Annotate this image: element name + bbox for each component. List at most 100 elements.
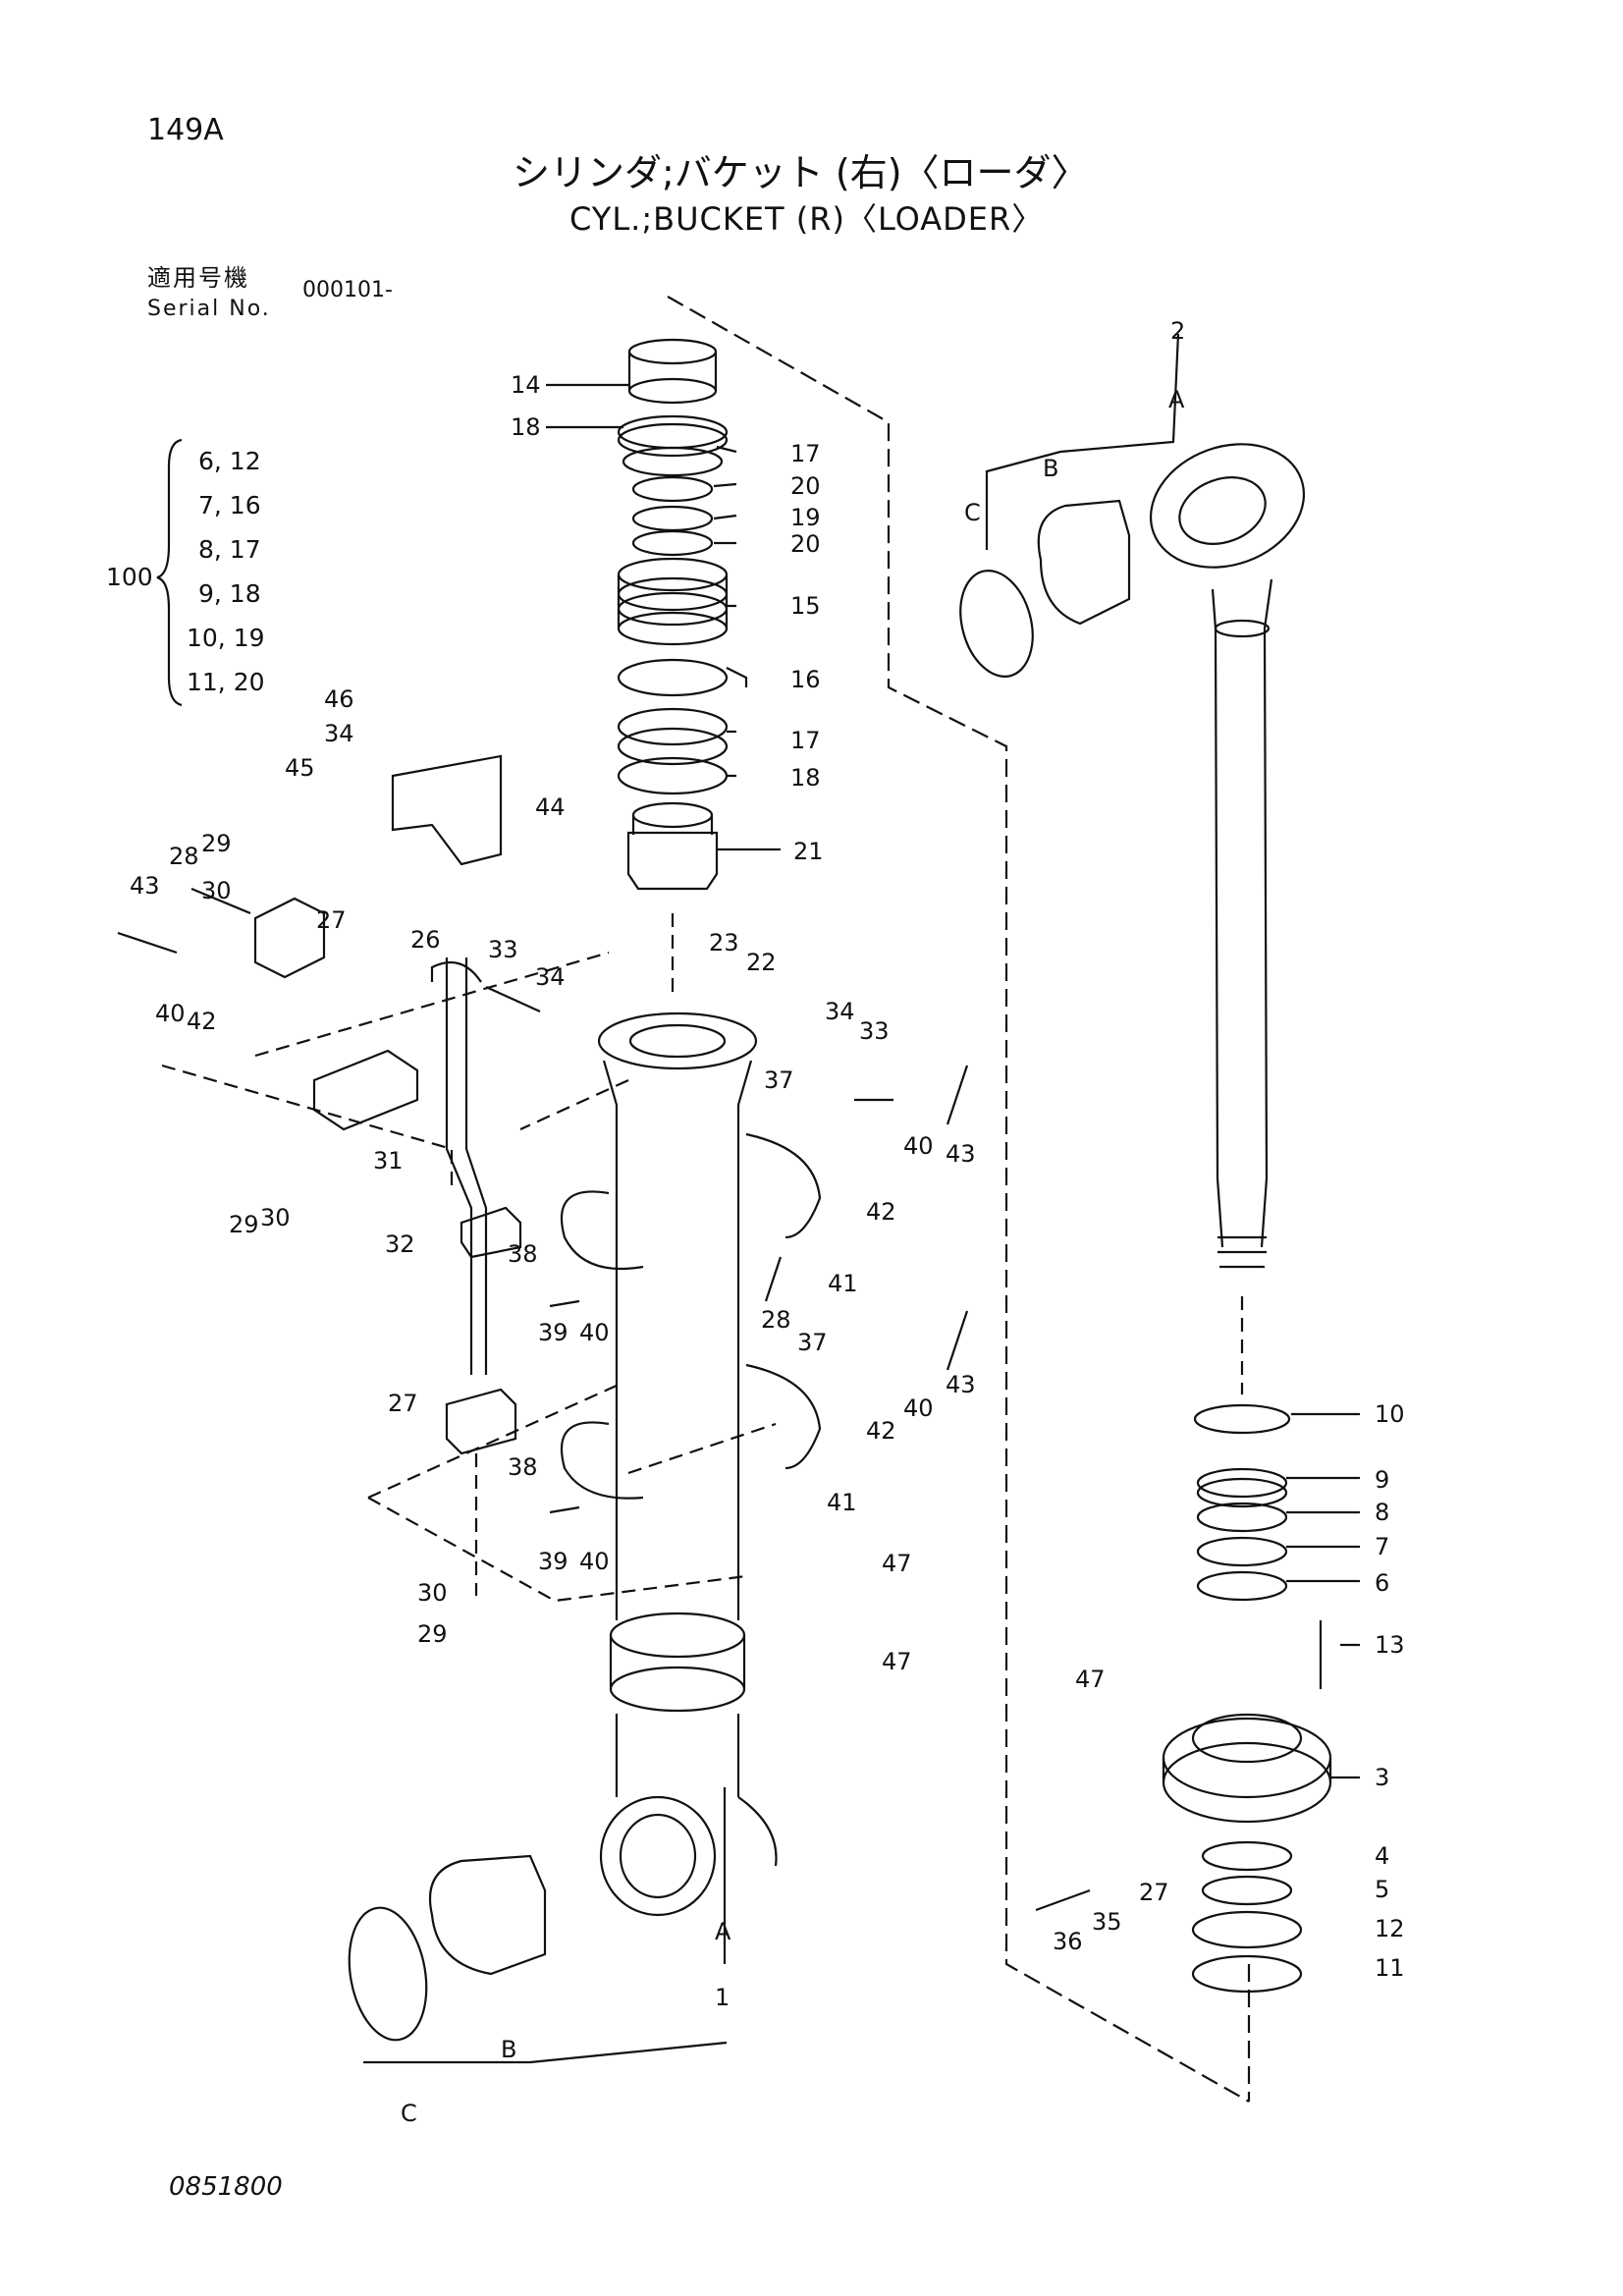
callout: 6 <box>1375 1569 1389 1597</box>
callout: 14 <box>511 371 541 399</box>
kit-brace <box>156 438 183 707</box>
callout: 26 <box>410 926 441 954</box>
hydraulic-pipe <box>430 957 488 1375</box>
callout: 8 <box>1375 1499 1389 1526</box>
callout: 46 <box>324 685 354 713</box>
callout: 42 <box>866 1198 896 1226</box>
callout: 34 <box>825 998 855 1025</box>
callout: 29 <box>417 1620 448 1648</box>
valve-block-31 <box>312 1049 419 1131</box>
callout: 20 <box>790 530 821 558</box>
callout: 40 <box>903 1132 934 1160</box>
callout: 17 <box>790 440 821 467</box>
serial-label-english: Serial No. <box>147 297 271 321</box>
callout: 42 <box>866 1417 896 1445</box>
callout: 10 <box>1375 1400 1405 1428</box>
callout: 3 <box>1375 1764 1389 1791</box>
title-japanese: シリンダ;バケット (右)〈ローダ〉 <box>513 151 1089 194</box>
piston-rod <box>1149 443 1306 1394</box>
callout: A <box>1168 386 1185 413</box>
callout: 30 <box>201 877 232 904</box>
bushing-lower <box>428 1854 547 1976</box>
callout: 18 <box>511 413 541 441</box>
callout: 13 <box>1375 1631 1405 1659</box>
callout: 43 <box>946 1371 976 1398</box>
callout: 4 <box>1375 1842 1389 1870</box>
callout: A <box>715 1918 731 1945</box>
callout: 33 <box>488 936 518 963</box>
callout: 39 <box>538 1548 568 1575</box>
callout: C <box>964 499 981 526</box>
callout: 1 <box>715 1984 730 2011</box>
callout: 20 <box>790 472 821 500</box>
callout: 40 <box>903 1394 934 1422</box>
callout: 15 <box>790 592 821 620</box>
callout: 17 <box>790 727 821 754</box>
snap-ring-lower <box>348 1906 428 2042</box>
callout: B <box>1043 455 1058 482</box>
cylinder-tube <box>597 1011 778 1917</box>
callout: 40 <box>155 1000 186 1027</box>
piston-seal-stack <box>1193 1403 1291 1602</box>
callout: 34 <box>535 963 566 991</box>
callout: 40 <box>579 1548 610 1575</box>
callout: 42 <box>187 1008 217 1035</box>
callout: 30 <box>417 1579 448 1607</box>
block-32 <box>460 1206 522 1259</box>
snap-ring-upper <box>959 570 1034 678</box>
callout: C <box>401 2100 417 2127</box>
kit-item: 11, 20 <box>187 668 265 696</box>
callout: 2 <box>1170 317 1185 345</box>
valve-block-27 <box>253 897 326 979</box>
callout: 40 <box>579 1319 610 1346</box>
callout: 31 <box>373 1147 404 1175</box>
callout: 33 <box>859 1017 890 1045</box>
callout: B <box>501 2036 516 2063</box>
callout: 38 <box>508 1453 538 1481</box>
bushing-upper <box>1037 499 1131 626</box>
callout: 32 <box>385 1230 415 1258</box>
page-code: 149A <box>147 113 224 147</box>
callout: 36 <box>1053 1928 1083 1955</box>
assembly-guide-top <box>667 296 1250 2103</box>
callout: 43 <box>130 872 160 900</box>
kit-number: 100 <box>106 563 153 591</box>
callout: 18 <box>790 764 821 792</box>
callout: 37 <box>797 1329 828 1356</box>
callout: 21 <box>793 838 824 865</box>
callout: 41 <box>828 1270 858 1297</box>
clamp-band-lower <box>560 1363 822 1500</box>
kit-item: 9, 18 <box>198 579 261 608</box>
callout: 7 <box>1375 1533 1389 1560</box>
callout: 5 <box>1375 1876 1389 1903</box>
callout: 35 <box>1092 1908 1122 1936</box>
callout: 41 <box>827 1489 857 1516</box>
callout: 30 <box>260 1204 291 1231</box>
block-lower <box>445 1388 517 1455</box>
callout: 11 <box>1375 1954 1405 1982</box>
kit-item: 7, 16 <box>198 491 261 519</box>
serial-number-value: 000101- <box>302 278 393 302</box>
clamp-band-upper <box>560 1132 822 1271</box>
callout: 44 <box>535 793 566 821</box>
callout: 45 <box>285 754 315 782</box>
callout: 9 <box>1375 1466 1389 1494</box>
callout: 29 <box>201 830 232 857</box>
callout: 43 <box>946 1140 976 1168</box>
callout: 47 <box>882 1550 912 1577</box>
piston-head <box>1162 1713 1332 1994</box>
callout: 37 <box>764 1066 794 1094</box>
bracket-44 <box>391 754 503 866</box>
callout: 28 <box>169 843 199 870</box>
callout: 22 <box>746 949 777 976</box>
gland-parts-stack <box>617 338 729 992</box>
serial-label-japanese: 適用号機 <box>147 264 249 292</box>
callout-labels: 14 18 17 20 19 20 15 16 17 18 21 23 22 2… <box>130 317 1405 2127</box>
kit-item: 10, 19 <box>187 624 265 652</box>
kit-item: 8, 17 <box>198 535 261 564</box>
drawing-number: 0851800 <box>169 2172 283 2202</box>
callout: 34 <box>324 720 354 747</box>
callout: 47 <box>1075 1666 1106 1693</box>
callout: 12 <box>1375 1915 1405 1942</box>
